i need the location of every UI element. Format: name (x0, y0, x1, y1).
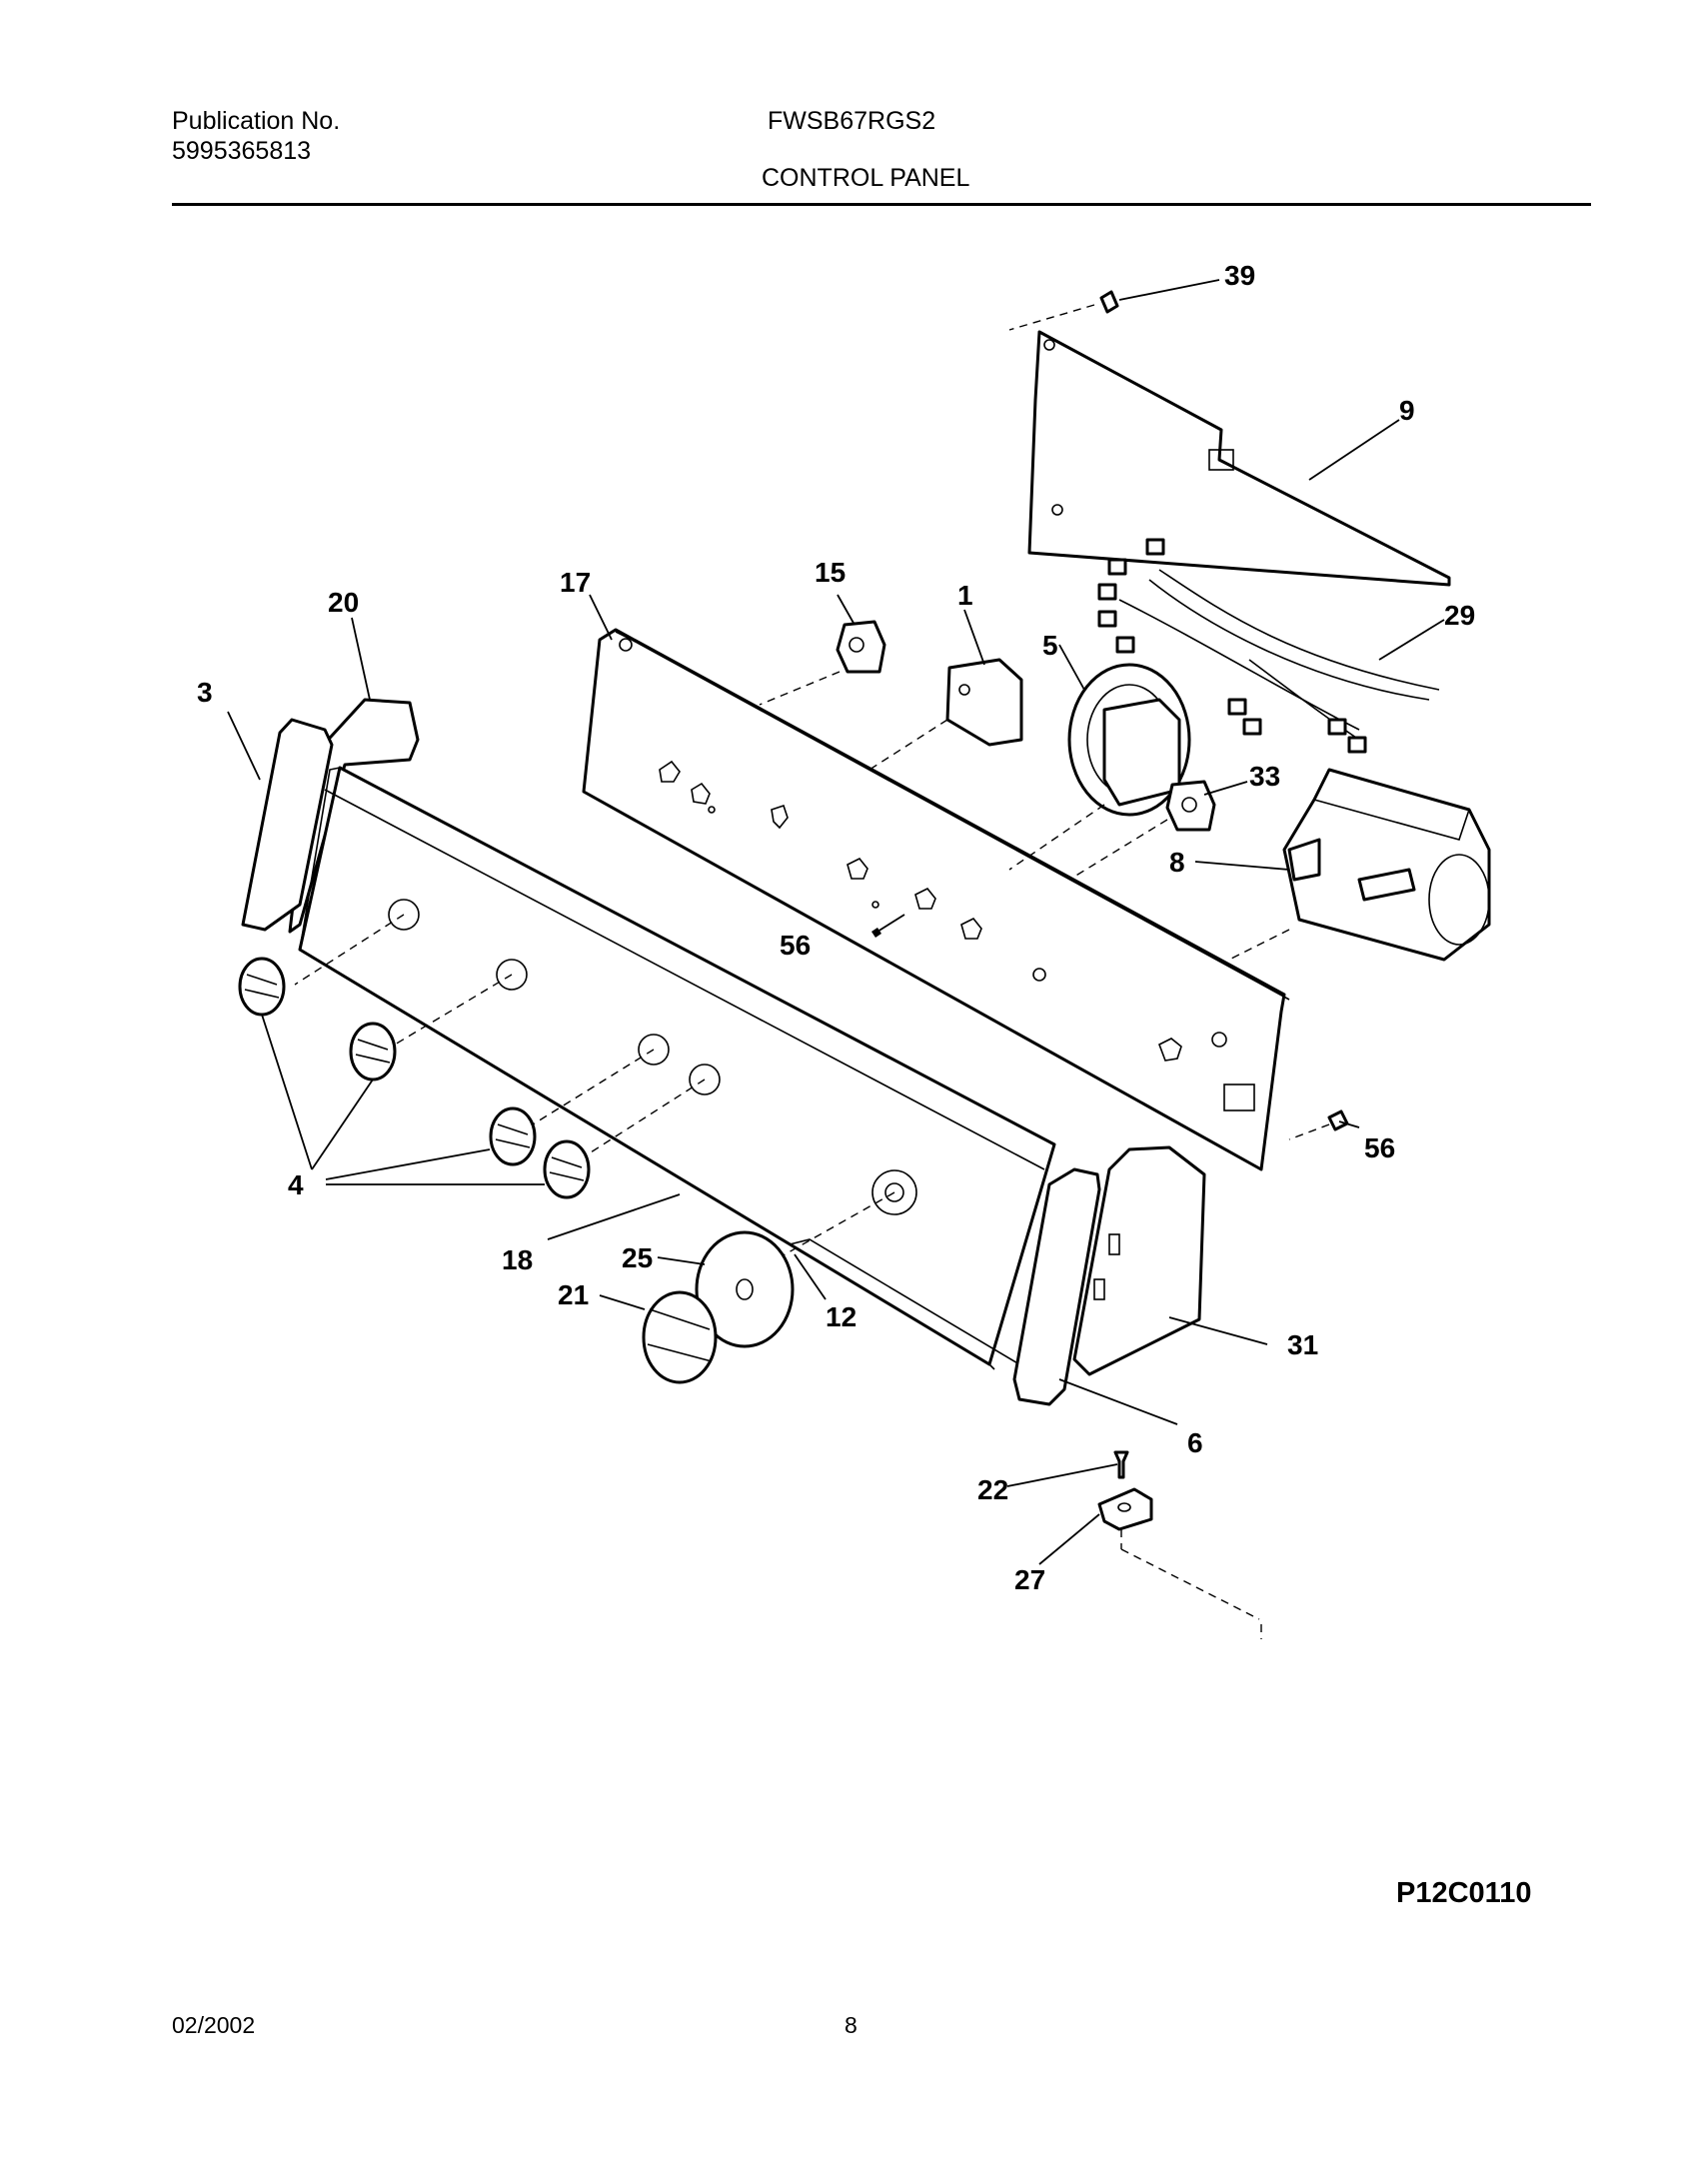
part-18-console-panel (294, 766, 1056, 1370)
callout-20: 20 (328, 587, 359, 618)
part-4-knobs (238, 957, 591, 1199)
callout-1: 1 (957, 580, 973, 611)
knob-2 (349, 1022, 397, 1082)
callout-56-upper: 56 (780, 930, 811, 961)
callout-12: 12 (826, 1301, 856, 1332)
part-29-wire-harness (1097, 538, 1440, 754)
callout-17: 17 (560, 567, 591, 598)
header-rule (172, 203, 1591, 206)
callout-labels: 39 9 29 15 1 17 20 3 5 33 8 56 56 4 18 2… (197, 260, 1475, 1595)
callout-31: 31 (1287, 1329, 1318, 1360)
part-5-motor (1008, 663, 1191, 871)
part-33-switch (1068, 780, 1216, 881)
part-56-screws (871, 914, 1349, 1140)
part-1-selector-switch (868, 658, 1023, 771)
publication-label: Publication No. (172, 107, 341, 135)
callout-29: 29 (1444, 600, 1475, 631)
callout-15: 15 (815, 557, 846, 588)
callout-22: 22 (977, 1474, 1008, 1505)
figure-code: P12C0110 (1396, 1877, 1532, 1909)
part-6-right-end-cap (1012, 1167, 1101, 1406)
callout-33: 33 (1249, 761, 1280, 792)
callout-39: 39 (1224, 260, 1255, 291)
callout-3: 3 (197, 677, 213, 708)
callout-8: 8 (1169, 847, 1185, 878)
knob-1 (238, 957, 286, 1017)
part-21-timer-knob (642, 1290, 718, 1384)
part-27-clip (1097, 1487, 1262, 1639)
callout-18: 18 (502, 1244, 533, 1275)
callout-27: 27 (1014, 1564, 1045, 1595)
part-3-left-end-cap (241, 718, 334, 932)
leader-lines (227, 279, 1445, 1565)
part-25-dial-skirt (695, 1230, 795, 1348)
callout-5: 5 (1042, 630, 1058, 661)
knob-3 (489, 1106, 537, 1166)
part-9-wiring-cover (1027, 330, 1451, 587)
footer-page-number: 8 (845, 2012, 857, 2038)
callout-56-lower: 56 (1364, 1132, 1395, 1163)
model-number: FWSB67RGS2 (768, 107, 936, 135)
callout-9: 9 (1399, 395, 1415, 426)
part-12-insert-strip (789, 1238, 1020, 1365)
callout-6: 6 (1187, 1427, 1203, 1458)
screw-39-path (1008, 304, 1095, 331)
footer-date: 02/2002 (172, 2012, 256, 2038)
section-title: CONTROL PANEL (762, 164, 970, 192)
callout-4: 4 (288, 1169, 304, 1200)
part-22-screw (1113, 1450, 1129, 1479)
knob-4 (543, 1139, 591, 1199)
part-39-screw (1099, 290, 1119, 314)
part-15-switch (759, 620, 886, 706)
publication-number: 5995365813 (172, 137, 312, 165)
part-17-panel-bracket (582, 628, 1290, 1171)
callout-21: 21 (558, 1279, 589, 1310)
part-8-timer (1228, 768, 1491, 962)
callout-25: 25 (622, 1242, 653, 1273)
